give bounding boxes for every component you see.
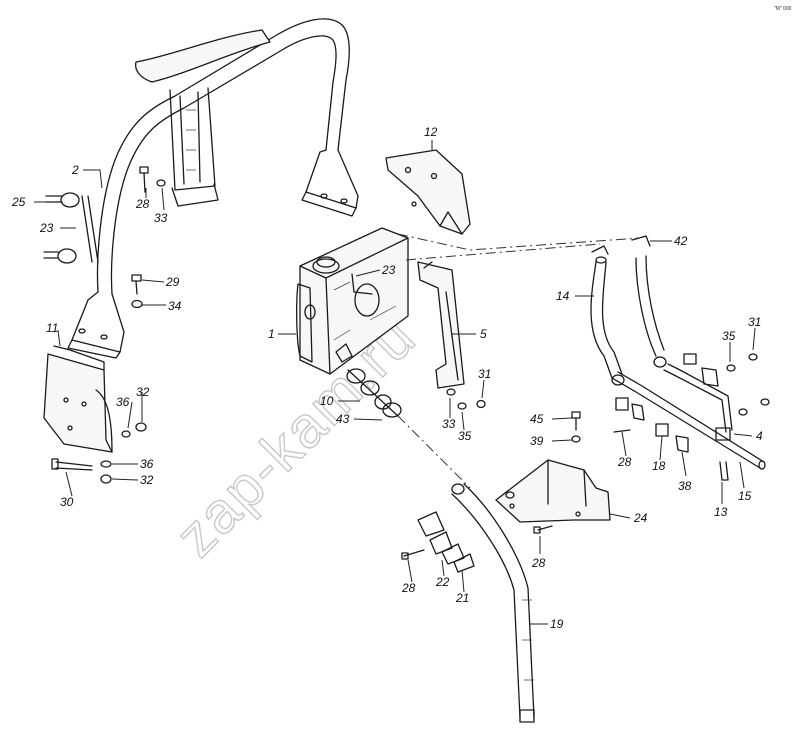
callout-1: 1: [268, 327, 275, 341]
callout-35-mid: 35: [458, 429, 472, 443]
callout-5: 5: [480, 327, 487, 341]
callout-10: 10: [320, 394, 334, 408]
callout-22: 22: [435, 575, 450, 589]
callout-12: 12: [424, 125, 438, 139]
fasteners-36-32-left: [51, 422, 147, 484]
hose-14: [590, 245, 625, 386]
bracket-5: [417, 261, 465, 389]
fittings-10-43: [335, 343, 402, 418]
bracket-24: [495, 459, 611, 523]
clips-right: [613, 353, 770, 453]
callout-42: 42: [674, 234, 688, 248]
callout-11: 11: [46, 321, 58, 335]
callout-29: 29: [165, 275, 180, 289]
top-saddle-bracket: [134, 29, 271, 207]
callout-35-right: 35: [722, 329, 736, 343]
callout-31-mid: 31: [478, 367, 491, 381]
callout-32-lower: 32: [140, 473, 154, 487]
bushings-22-21: [417, 511, 475, 573]
callout-25: 25: [11, 195, 26, 209]
callout-45: 45: [530, 412, 544, 426]
callout-28-bracket: 28: [531, 556, 546, 570]
callout-2: 2: [71, 163, 79, 177]
callout-23-left: 23: [39, 221, 54, 235]
bolt-29: [131, 274, 143, 309]
callout-23-tank: 23: [381, 263, 396, 277]
callout-33-top: 33: [154, 211, 168, 225]
bolt-28-top: [139, 166, 166, 193]
callout-36-lower: 36: [140, 457, 154, 471]
tank-1: [296, 227, 409, 375]
callout-28-lower: 28: [401, 581, 416, 595]
callout-28-top: 28: [135, 197, 150, 211]
callout-labels: 2 25 23 28 33 29 34 11 36 32 36 32 30 12…: [11, 125, 763, 631]
callout-13: 13: [714, 505, 728, 519]
callout-24: 24: [633, 511, 648, 525]
bolts-28-lower: [401, 525, 553, 560]
fasteners-33-35-mid: [446, 388, 486, 410]
callout-34: 34: [168, 299, 182, 313]
watermark: zap-kam.ru: [163, 304, 428, 569]
callout-4: 4: [756, 429, 763, 443]
pipe-19: [451, 483, 535, 723]
callout-28-right: 28: [617, 455, 632, 469]
callout-18: 18: [652, 459, 666, 473]
hose-42: [631, 235, 667, 368]
callout-21: 21: [455, 591, 469, 605]
bolt-45: [505, 411, 581, 499]
callout-36-upper: 36: [116, 395, 130, 409]
callout-15: 15: [738, 489, 752, 503]
bracket-12: [385, 149, 471, 235]
callout-19: 19: [550, 617, 564, 631]
bracket-plate-11: [43, 345, 113, 453]
callout-38: 38: [678, 479, 692, 493]
callout-39: 39: [530, 434, 544, 448]
leader-lines: [34, 140, 756, 625]
callout-14: 14: [556, 289, 570, 303]
callout-31-right: 31: [748, 315, 761, 329]
callout-33-mid: 33: [442, 417, 456, 431]
clamp-23-tank: [351, 273, 373, 295]
mounting-frame-tube: [67, 18, 359, 359]
pipe-15: [611, 363, 766, 481]
callout-32-upper: 32: [136, 385, 150, 399]
callout-43: 43: [336, 412, 350, 426]
corner-mark: "M" 000: [774, 6, 792, 12]
callout-30: 30: [60, 495, 74, 509]
assembly-center-lines: [397, 233, 641, 489]
